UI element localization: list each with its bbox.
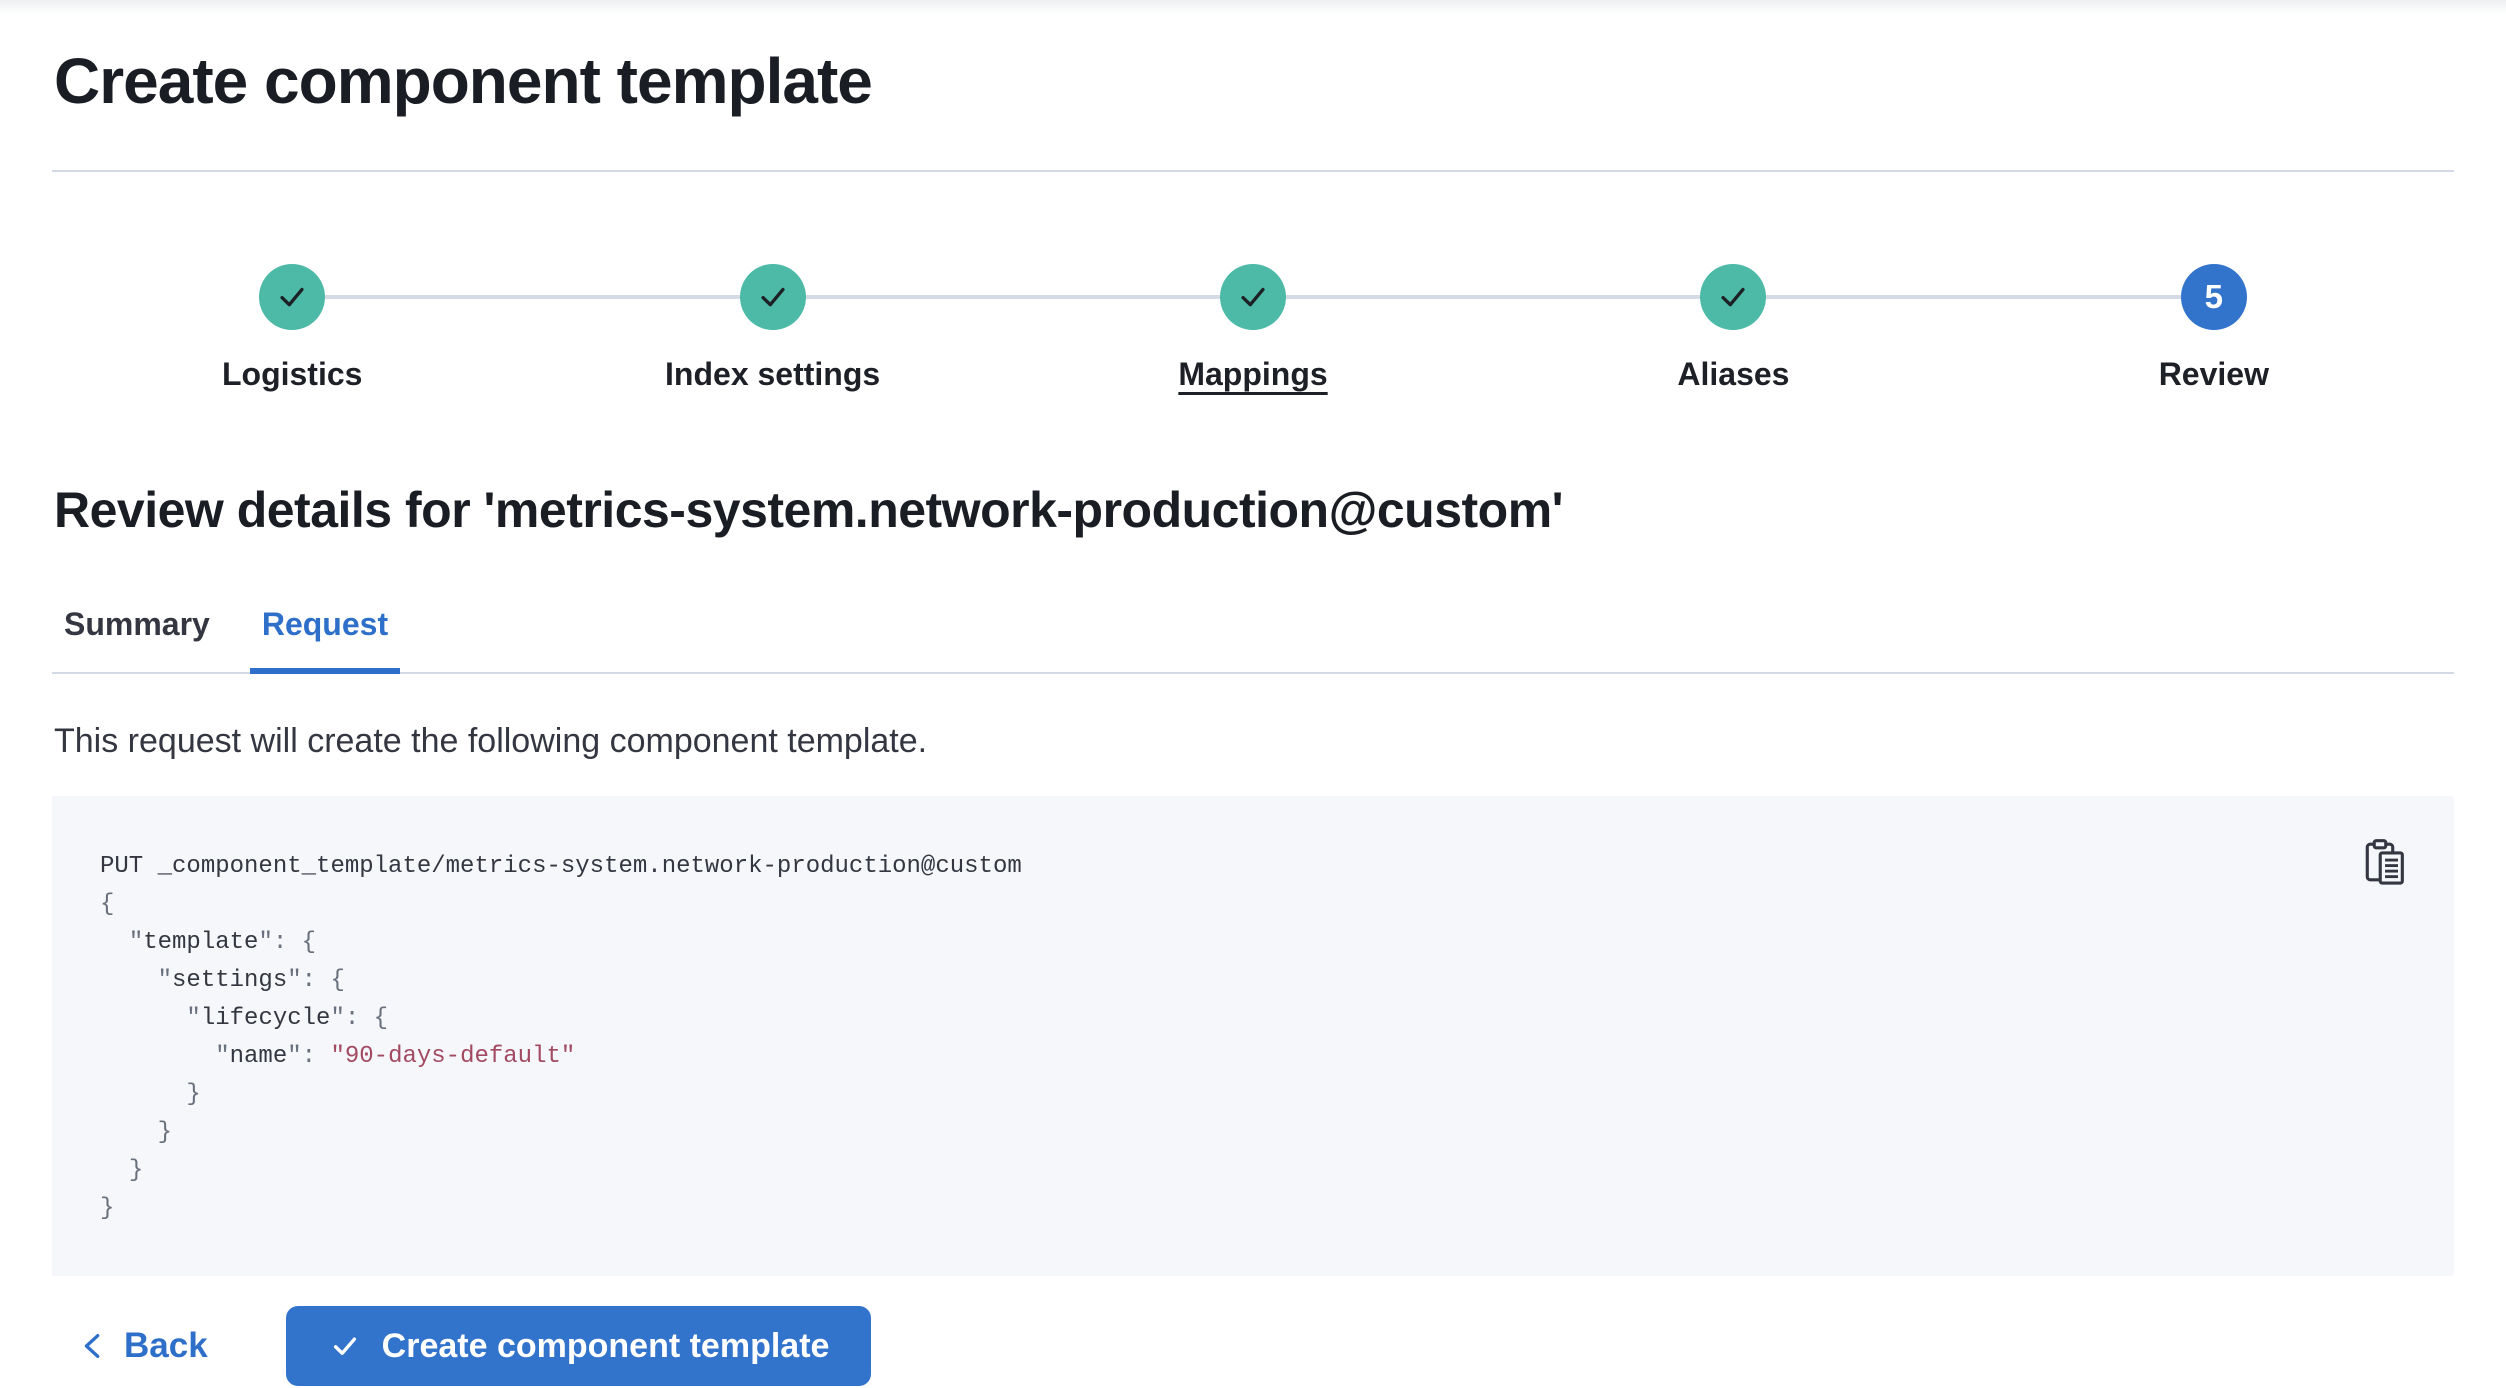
step-connector <box>805 295 1013 299</box>
step-connector <box>1012 295 1221 299</box>
back-button[interactable]: Back <box>64 1316 222 1376</box>
step-connector <box>1286 295 1494 299</box>
step-connector <box>532 295 740 299</box>
clipboard-copy-icon <box>2364 838 2408 886</box>
step-index-settings[interactable]: Index settings <box>532 264 1013 394</box>
create-button-label: Create component template <box>381 1326 830 1365</box>
step-complete-circle <box>259 264 326 330</box>
page-title: Create component template <box>54 45 873 117</box>
back-label: Back <box>124 1326 208 1365</box>
step-connector <box>325 295 533 299</box>
step-connector <box>1493 295 1701 299</box>
wizard-footer: Back Create component template <box>52 1306 2454 1386</box>
step-logistics[interactable]: Logistics <box>52 264 533 394</box>
review-heading: Review details for 'metrics-system.netwo… <box>54 482 1564 538</box>
step-label: Index settings <box>665 356 881 392</box>
step-number: 5 <box>2204 278 2223 315</box>
step-connector <box>1766 295 1974 299</box>
check-icon <box>755 279 791 315</box>
step-complete-circle <box>1220 264 1287 330</box>
code-lines: PUT _component_template/metrics-system.n… <box>100 853 1022 1222</box>
step-review[interactable]: 5 Review <box>1973 264 2454 394</box>
check-icon <box>328 1329 362 1363</box>
step-label: Mappings <box>1178 356 1328 392</box>
tab-request[interactable]: Request <box>249 604 401 674</box>
check-icon <box>1715 279 1751 315</box>
review-tabs: Summary Request <box>52 604 2454 674</box>
check-icon <box>274 279 310 315</box>
step-mappings[interactable]: Mappings <box>1012 264 1494 394</box>
step-complete-circle <box>1700 264 1767 330</box>
step-complete-circle <box>739 264 806 330</box>
request-code-block: PUT _component_template/metrics-system.n… <box>52 796 2454 1276</box>
copy-button[interactable] <box>2360 834 2412 890</box>
request-description: This request will create the following c… <box>54 722 928 760</box>
check-icon <box>1235 279 1271 315</box>
create-component-template-button[interactable]: Create component template <box>285 1306 872 1386</box>
step-label: Aliases <box>1677 356 1790 392</box>
step-label: Review <box>2158 356 2269 392</box>
step-connector <box>1973 295 2181 299</box>
step-current-circle: 5 <box>2180 264 2247 330</box>
chevron-left-icon <box>78 1331 108 1361</box>
tab-summary[interactable]: Summary <box>52 604 222 672</box>
step-label: Logistics <box>221 356 363 392</box>
create-component-template-page: Create component template Logistics <box>0 44 2506 1386</box>
title-divider <box>52 170 2454 172</box>
horizontal-stepper: Logistics Index settings <box>52 264 2454 394</box>
top-shadow <box>0 0 2506 14</box>
step-aliases[interactable]: Aliases <box>1493 264 1974 394</box>
